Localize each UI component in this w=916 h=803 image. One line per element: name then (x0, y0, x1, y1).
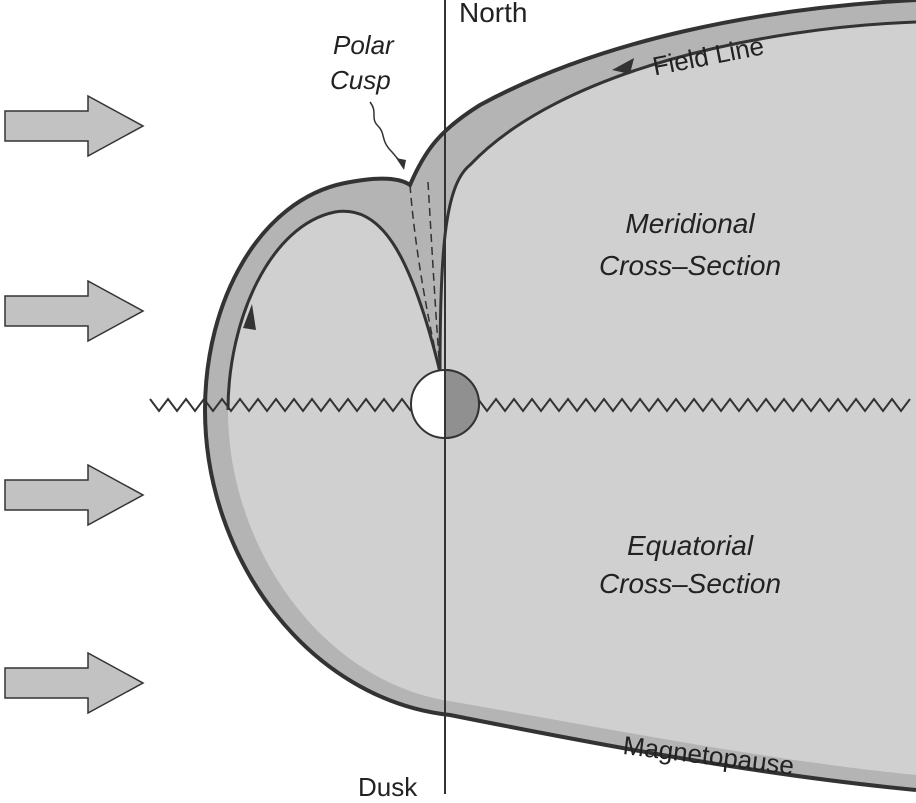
magnetopause-boundary-lower (203, 409, 916, 792)
tail-field-line (438, 20, 916, 373)
dusk-label: Dusk (358, 772, 418, 802)
meridional-label-line2: Cross–Section (598, 250, 782, 281)
polar-cusp-pointer-head (396, 158, 406, 170)
dayside-field-line (226, 209, 442, 411)
polar-cusp-label-line2: Cusp (330, 65, 391, 95)
solar-wind-arrow (4, 94, 145, 158)
equator-zigzag-left (149, 397, 412, 413)
equatorial-label-line2: Cross–Section (598, 568, 782, 599)
polar-cusp-label-line1: Polar (333, 30, 394, 60)
equatorial-label-line1: Equatorial (626, 530, 754, 561)
dayside-field-arrow (243, 304, 256, 330)
solar-wind-arrow (4, 279, 145, 343)
equatorial-inner-region (228, 410, 916, 775)
tail-field-arrow (612, 58, 634, 74)
polar-cusp-pointer (369, 101, 404, 166)
magnetopause-boundary-upper (203, 0, 916, 411)
solar-wind-arrow (4, 651, 145, 715)
solar-wind-arrows (4, 94, 145, 715)
north-label: North (459, 0, 528, 28)
solar-wind-arrow (4, 463, 145, 527)
equator-zigzag-right (477, 397, 911, 413)
meridional-inner-region (228, 22, 916, 410)
meridional-label-line1: Meridional (625, 208, 755, 239)
polar-cusp-dashed-left (409, 184, 441, 373)
polar-cusp-dashed-right (427, 181, 441, 373)
earth-night-side (444, 368, 480, 440)
